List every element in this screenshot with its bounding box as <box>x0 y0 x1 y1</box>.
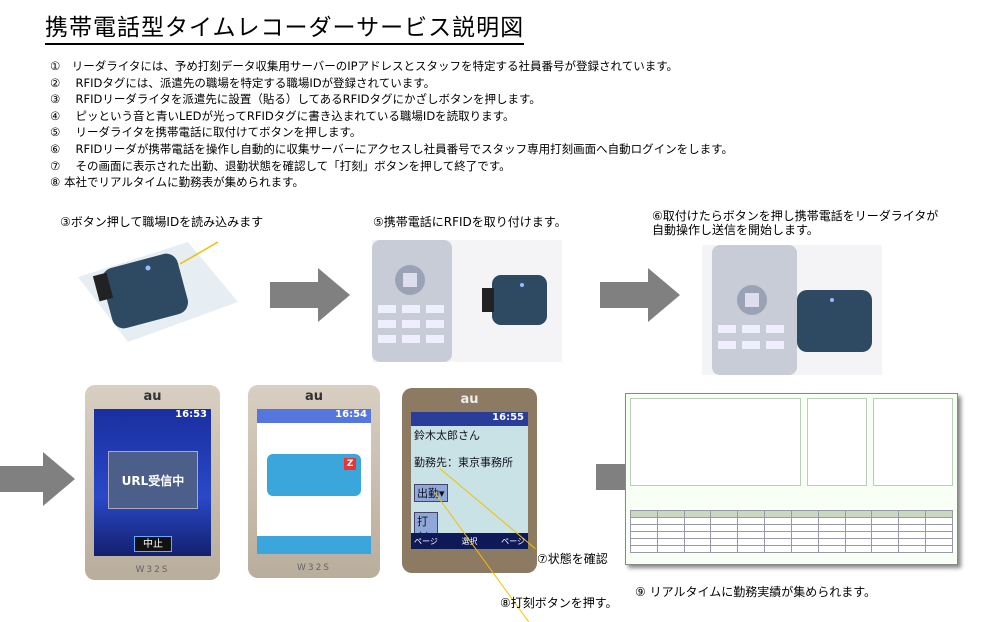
model-label: W32S <box>296 563 332 573</box>
caption-press-button: ⑧打刻ボタンを押す。 <box>500 596 618 610</box>
caption-read-id: ③ボタン押して職場IDを読み込みます <box>60 215 264 229</box>
step-item: ⑦ その画面に表示された出勤、退勤状態を確認して「打刻」ボタンを押して終了です。 <box>50 158 511 173</box>
phone-keypad-illustration <box>372 240 547 362</box>
reader-on-tag-illustration <box>78 241 238 342</box>
softkey-right[interactable]: ページ <box>501 536 525 546</box>
attendance-web-screenshot <box>625 393 958 565</box>
page-title: 携帯電話型タイムレコーダーサービス説明図 <box>45 8 525 45</box>
step-item: ⑥ RFIDリーダが携帯電話を操作し自動的に収集サーバーにアクセスし社員番号でス… <box>50 141 733 156</box>
phone-screen: 16:54 Z <box>257 409 371 554</box>
status-select[interactable]: 出勤▾ <box>414 484 448 502</box>
form-panel <box>630 398 801 486</box>
reader-on-tag-photo <box>68 232 243 347</box>
step-item: ⑤ リーダライタを携帯電話に取付けてボタンを押します。 <box>50 125 362 140</box>
steps-list: ① リーダライタには、予め打刻データ収集用サーバーのIPアドレスとスタッフを特定… <box>50 58 733 191</box>
caption-check-status: ⑦状態を確認 <box>537 552 608 566</box>
phone-stamp-screen: au 16:55 鈴木太郎さん 勤務先：東京事務所 出勤▾ 打刻 ページ 選択 … <box>402 388 537 573</box>
workplace: 勤務先：東京事務所 <box>414 456 513 469</box>
arrow-right-icon <box>0 452 75 506</box>
phone-screen: 16:53 URL受信中 中止 <box>94 409 211 556</box>
caption-attach: ⑤携帯電話にRFIDを取り付けます。 <box>373 215 567 229</box>
phone-and-reader-photo <box>372 240 562 362</box>
greeting: 鈴木太郎さん <box>414 429 480 442</box>
clock: 16:53 <box>175 409 207 420</box>
step-item: ④ ピッという音と青いLEDが光ってRFIDタグに書き込まれている職場IDを読取… <box>50 108 515 123</box>
phone-url-receiving: au 16:53 URL受信中 中止 W32S <box>85 385 220 580</box>
arrow-right-icon <box>270 268 350 322</box>
z-badge: Z <box>344 458 356 470</box>
status-dialog: URL受信中 <box>108 451 198 509</box>
model-label: W32S <box>135 565 170 575</box>
clock: 16:54 <box>257 409 371 423</box>
step-item: ① リーダライタには、予め打刻データ収集用サーバーのIPアドレスとスタッフを特定… <box>50 59 679 73</box>
softkey-left[interactable]: ページ <box>414 536 438 546</box>
brand-logo: au <box>460 392 479 407</box>
caption-line: ⑥取付けたらボタンを押し携帯電話をリーダライタが <box>652 209 939 223</box>
reader-attached-photo <box>702 245 882 375</box>
reader-attached-illustration <box>712 245 872 375</box>
search-form <box>630 398 953 486</box>
caption-realtime: ⑨ リアルタイムに勤務実績が集められます。 <box>635 585 877 599</box>
brand-logo: au <box>304 389 324 404</box>
phone-connecting: au 16:54 Z W32S <box>248 385 380 578</box>
cancel-button[interactable]: 中止 <box>134 536 172 552</box>
brand-logo: au <box>143 389 162 404</box>
step-item: ② RFIDタグには、派遣先の職場を特定する職場IDが登録されています。 <box>50 75 436 90</box>
loading-banner: Z <box>267 454 361 496</box>
caption-auto-send: ⑥取付けたらボタンを押し携帯電話をリーダライタが 自動操作し送信を開始します。 <box>652 209 938 237</box>
caption-line: 自動操作し送信を開始します。 <box>652 223 819 237</box>
clock: 16:55 <box>411 412 528 426</box>
arrow-right-icon <box>600 268 680 322</box>
step-item: ③ RFIDリーダライタを派遣先に設置（貼る）してあるRFIDタグにかざしボタン… <box>50 92 541 107</box>
step-item: ⑧ 本社でリアルタイムに勤務表が集められます。 <box>50 175 304 190</box>
bottom-bar <box>257 536 371 554</box>
attendance-table <box>630 510 953 553</box>
form-panel <box>873 398 953 486</box>
form-panel <box>807 398 867 486</box>
